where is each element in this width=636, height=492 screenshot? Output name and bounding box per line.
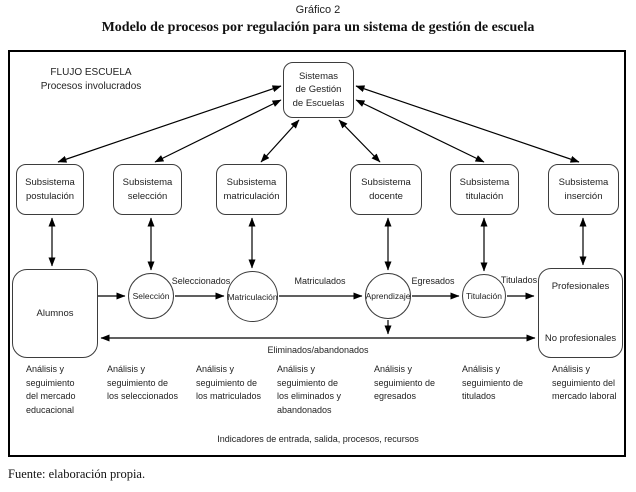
figure-caption: Gráfico 2 [295, 4, 341, 16]
profesionales-label: Profesionales [551, 281, 610, 292]
note-matriculados: Análisis y seguimiento de los matriculad… [196, 364, 262, 401]
label-egresados: Egresados [411, 276, 455, 286]
node-subsistema-insercion: Subsistema inserción [548, 164, 619, 215]
titulacion-label: Titulación [465, 291, 503, 301]
label-matriculados: Matriculados [294, 276, 346, 286]
node-subsistema-titulacion: Subsistema titulación [450, 164, 519, 215]
source-note: Fuente: elaboración propia. [8, 467, 146, 481]
node-seleccion-circle: Selección [128, 273, 174, 319]
node-sistemas-gestion: Sistemas de Gestión de Escuelas [283, 62, 354, 118]
aprendizaje-label: Aprendizaje [365, 291, 411, 301]
note-mercado-educacional: Análisis y seguimiento del mercado educa… [26, 364, 76, 415]
node-alumnos: Alumnos [12, 269, 98, 358]
no-profesionales-label: No profesionales [544, 333, 617, 344]
node-subsistema-docente: Subsistema docente [350, 164, 422, 215]
flow-escuela-label: FLUJO ESCUELA Procesos involucrados [40, 67, 142, 92]
label-seleccionados: Seleccionados [171, 276, 231, 286]
note-seleccionados: Análisis y seguimiento de los selecciona… [107, 364, 179, 401]
label-eliminados-abandonados: Eliminados/abandonados [267, 345, 369, 355]
matriculacion-label: Matriculación [227, 291, 278, 302]
note-mercado-laboral: Análisis y seguimiento del mercado labor… [552, 364, 617, 401]
note-titulados: Análisis y seguimiento de titulados [462, 364, 524, 401]
node-titulacion-circle: Titulación [462, 274, 506, 318]
indicators-note: Indicadores de entrada, salida, procesos… [217, 434, 419, 444]
node-matriculacion-circle: Matriculación [227, 271, 278, 322]
figure-title: Modelo de procesos por regulación para u… [101, 20, 535, 35]
diagram-frame [8, 50, 626, 457]
node-subsistema-matriculacion: Subsistema matriculación [216, 164, 287, 215]
label-titulados: Titulados [500, 275, 538, 285]
node-subsistema-postulacion: Subsistema postulación [16, 164, 84, 215]
node-profesionales: Profesionales No profesionales [538, 268, 623, 358]
node-aprendizaje-circle: Aprendizaje [365, 273, 411, 319]
seleccion-label: Selección [132, 291, 170, 301]
note-eliminados: Análisis y seguimiento de los eliminados… [277, 364, 342, 415]
node-subsistema-seleccion: Subsistema selección [113, 164, 182, 215]
note-egresados: Análisis y seguimiento de egresados [374, 364, 436, 401]
